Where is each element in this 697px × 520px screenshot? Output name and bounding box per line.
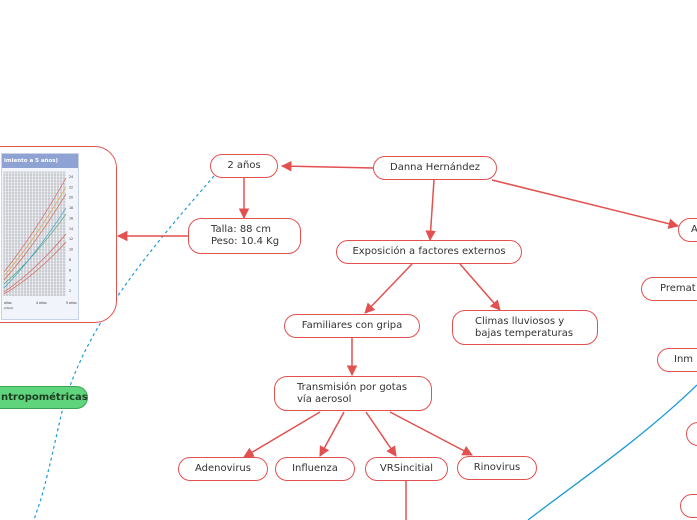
node-familiares[interactable]: Familiares con gripa bbox=[284, 314, 420, 338]
edge-root-right bbox=[491, 179, 680, 229]
edge-root-age bbox=[280, 160, 374, 172]
node-rinovirus[interactable]: Rinovirus bbox=[457, 456, 537, 480]
x-sublabel: (idad) bbox=[4, 306, 13, 310]
growth-chart-image: imiento a 5 años) 24 22 20 18 16 14 12 10 8 6 4 2 añ… bbox=[1, 153, 79, 320]
growth-curve bbox=[3, 177, 67, 273]
tick-label: 10 bbox=[69, 248, 73, 252]
node-age-label: 2 años bbox=[227, 160, 261, 171]
tick-label: 20 bbox=[69, 196, 73, 200]
tick-label: 4 bbox=[69, 279, 71, 283]
edge-root-exposure bbox=[425, 179, 436, 242]
node-root-label: Danna Hernández bbox=[390, 162, 480, 173]
node-transmision-label: Transmisión por gotas vía aerosol bbox=[297, 381, 408, 405]
growth-chart-header: imiento a 5 años) bbox=[2, 154, 78, 168]
edge-transmision-adenovirus bbox=[243, 411, 321, 458]
node-right-premat-label: Premat bbox=[660, 283, 696, 294]
node-measures-label: Talla: 88 cm Peso: 10.4 Kg bbox=[211, 224, 280, 247]
node-right-a-label: A bbox=[691, 224, 697, 235]
node-adenovirus[interactable]: Adenovirus bbox=[178, 457, 268, 481]
node-root[interactable]: Danna Hernández bbox=[373, 156, 497, 180]
node-influenza[interactable]: Influenza bbox=[275, 457, 355, 481]
tick-label: 18 bbox=[69, 206, 73, 210]
node-right-a[interactable]: A bbox=[678, 218, 697, 242]
node-vrs-label: VRSincitial bbox=[379, 463, 434, 474]
edge-exposure-familiares bbox=[364, 263, 413, 314]
node-influenza-label: Influenza bbox=[292, 463, 338, 474]
x-label: años bbox=[4, 301, 12, 305]
node-climas-label: Climas lluviosos y bajas temperaturas bbox=[475, 315, 574, 339]
tick-label: 14 bbox=[69, 227, 73, 231]
node-measures[interactable]: Talla: 88 cm Peso: 10.4 Kg bbox=[188, 218, 301, 254]
edge-transmision-vrs bbox=[365, 411, 397, 457]
edge-transmision-influenza bbox=[319, 411, 345, 457]
node-exposure-label: Exposición a factores externos bbox=[352, 246, 506, 257]
node-right-inm-label: Inm bbox=[674, 354, 694, 365]
node-familiares-label: Familiares con gripa bbox=[301, 320, 403, 331]
tick-label: 2 bbox=[69, 289, 71, 293]
growth-curve bbox=[3, 241, 67, 295]
node-climas[interactable]: Climas lluviosos y bajas temperaturas bbox=[452, 310, 598, 345]
node-rinovirus-label: Rinovirus bbox=[473, 462, 521, 473]
growth-curve bbox=[3, 207, 67, 289]
node-right-small-2[interactable] bbox=[680, 494, 697, 518]
growth-curve bbox=[3, 233, 67, 293]
blue-connector bbox=[527, 384, 697, 520]
tick-label: 22 bbox=[69, 185, 73, 189]
tick-label: 12 bbox=[69, 237, 73, 241]
node-transmision[interactable]: Transmisión por gotas vía aerosol bbox=[274, 376, 432, 411]
node-antropometricas[interactable]: ntropométricas bbox=[0, 386, 88, 409]
node-vrs[interactable]: VRSincitial bbox=[365, 457, 448, 481]
tick-label: 6 bbox=[69, 268, 71, 272]
growth-chart-plot: 24 22 20 18 16 14 12 10 8 6 4 2 años 4 años 5 años (ida… bbox=[3, 171, 77, 310]
node-adenovirus-label: Adenovirus bbox=[195, 463, 251, 474]
growth-curve bbox=[3, 186, 67, 277]
node-exposure[interactable]: Exposición a factores externos bbox=[336, 240, 522, 264]
tick-label: 24 bbox=[69, 175, 73, 179]
edge-transmision-rinovirus bbox=[389, 411, 473, 456]
tick-label: 8 bbox=[69, 258, 71, 262]
growth-curve bbox=[3, 213, 67, 285]
growth-chart-container[interactable]: imiento a 5 años) 24 22 20 18 16 14 12 10 8 6 4 2 añ… bbox=[0, 146, 117, 323]
node-right-inm[interactable]: Inm bbox=[657, 348, 697, 372]
x-label: 4 años bbox=[36, 301, 47, 305]
node-antropometricas-label: ntropométricas bbox=[1, 392, 88, 403]
growth-curve bbox=[3, 193, 67, 281]
tick-label: 16 bbox=[69, 216, 73, 220]
edge-exposure-climas bbox=[459, 263, 501, 311]
x-label: 5 años bbox=[66, 301, 77, 305]
node-right-premat[interactable]: Premat bbox=[641, 277, 697, 301]
node-age[interactable]: 2 años bbox=[210, 154, 278, 178]
